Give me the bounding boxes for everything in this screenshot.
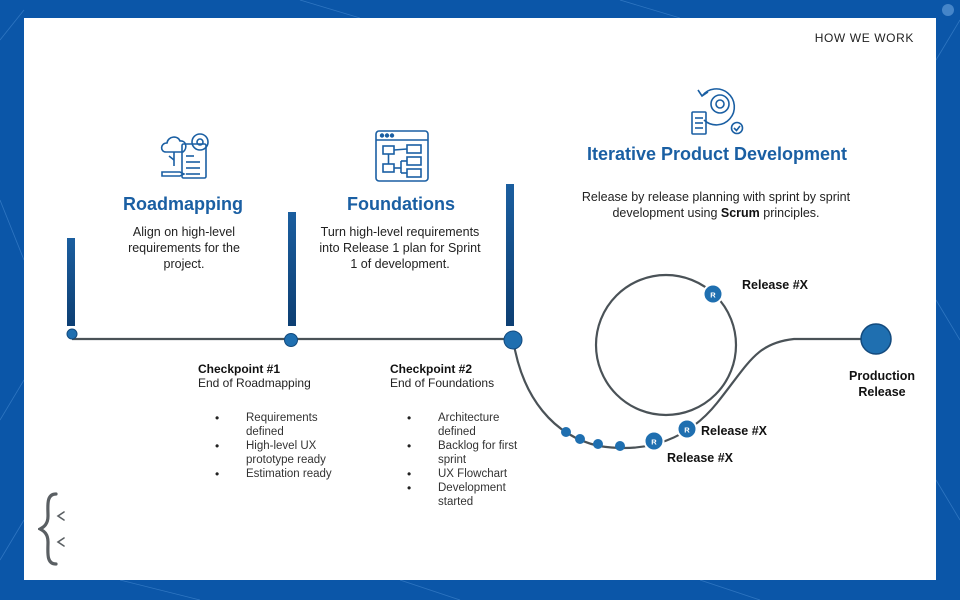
release-loop <box>594 273 738 417</box>
list-item: Development started <box>407 481 538 509</box>
release-marker-middle: R <box>676 418 698 440</box>
start-node <box>66 328 78 340</box>
sprint-dot <box>615 441 625 451</box>
list-item: High-level UX prototype ready <box>215 439 358 467</box>
slide-card: HOW WE WORK R <box>24 18 936 580</box>
svg-text:R: R <box>710 291 716 300</box>
roadmapping-icon <box>160 133 209 179</box>
checkpoint-2-bullets: Architecture defined Backlog for first s… <box>407 411 538 509</box>
foundations-description: Turn high-level requirements into Releas… <box>319 225 481 271</box>
checkpoint-1-bullets: Requirements defined High-level UX proto… <box>215 411 358 481</box>
checkpoint-2-node <box>503 330 523 350</box>
production-release-node <box>860 323 892 355</box>
foundations-title: Foundations <box>347 194 455 214</box>
iterative-description-text-1: Release by release planning with sprint … <box>581 190 851 220</box>
list-item: Requirements defined <box>215 411 358 439</box>
release-label-bottom: Release #X <box>667 451 734 465</box>
checkpoint-2-title: Checkpoint #2 <box>390 362 473 376</box>
header-label: HOW WE WORK <box>814 31 914 45</box>
roadmapping-description: Align on high-level requirements for the… <box>128 225 240 271</box>
checkpoint-1: Checkpoint #1 End of Roadmapping <box>198 362 348 390</box>
svg-text:R: R <box>684 426 690 435</box>
list-item: Backlog for first sprint <box>407 439 538 467</box>
checkpoint-2: Checkpoint #2 End of Foundations <box>390 362 540 390</box>
iterative-title: Iterative Product Development <box>586 144 848 164</box>
foundations-icon <box>375 130 429 182</box>
list-item: Architecture defined <box>407 411 538 439</box>
release-label-middle: Release #X <box>701 424 768 438</box>
list-item: Estimation ready <box>215 467 358 481</box>
iterative-development-icon <box>691 88 744 135</box>
sprint-dot <box>593 439 603 449</box>
sprint-dot <box>561 427 571 437</box>
checkpoint-1-subtitle: End of Roadmapping <box>198 376 311 390</box>
release-label-top: Release #X <box>742 278 809 292</box>
phase-bar-foundations <box>288 212 296 326</box>
scrum-keyword: Scrum <box>720 206 760 220</box>
process-diagram: R R R <box>66 88 892 452</box>
phase-bar-iterative <box>506 184 514 326</box>
release-marker-bottom: R <box>643 430 665 452</box>
iterative-description-text-2: principles. <box>759 206 820 220</box>
company-logo <box>38 492 65 566</box>
release-marker-top: R <box>702 283 724 305</box>
roadmapping-title: Roadmapping <box>123 194 243 214</box>
production-release-label: Production Release <box>849 369 915 399</box>
checkpoint-1-title: Checkpoint #1 <box>198 362 281 376</box>
list-item: UX Flowchart <box>407 467 538 481</box>
checkpoint-2-subtitle: End of Foundations <box>390 376 495 390</box>
phase-bar-roadmapping <box>67 238 75 326</box>
sprint-dot <box>575 434 585 444</box>
svg-text:R: R <box>651 438 657 447</box>
checkpoint-1-node <box>284 333 298 347</box>
iterative-description: Release by release planning with sprint … <box>570 189 862 221</box>
